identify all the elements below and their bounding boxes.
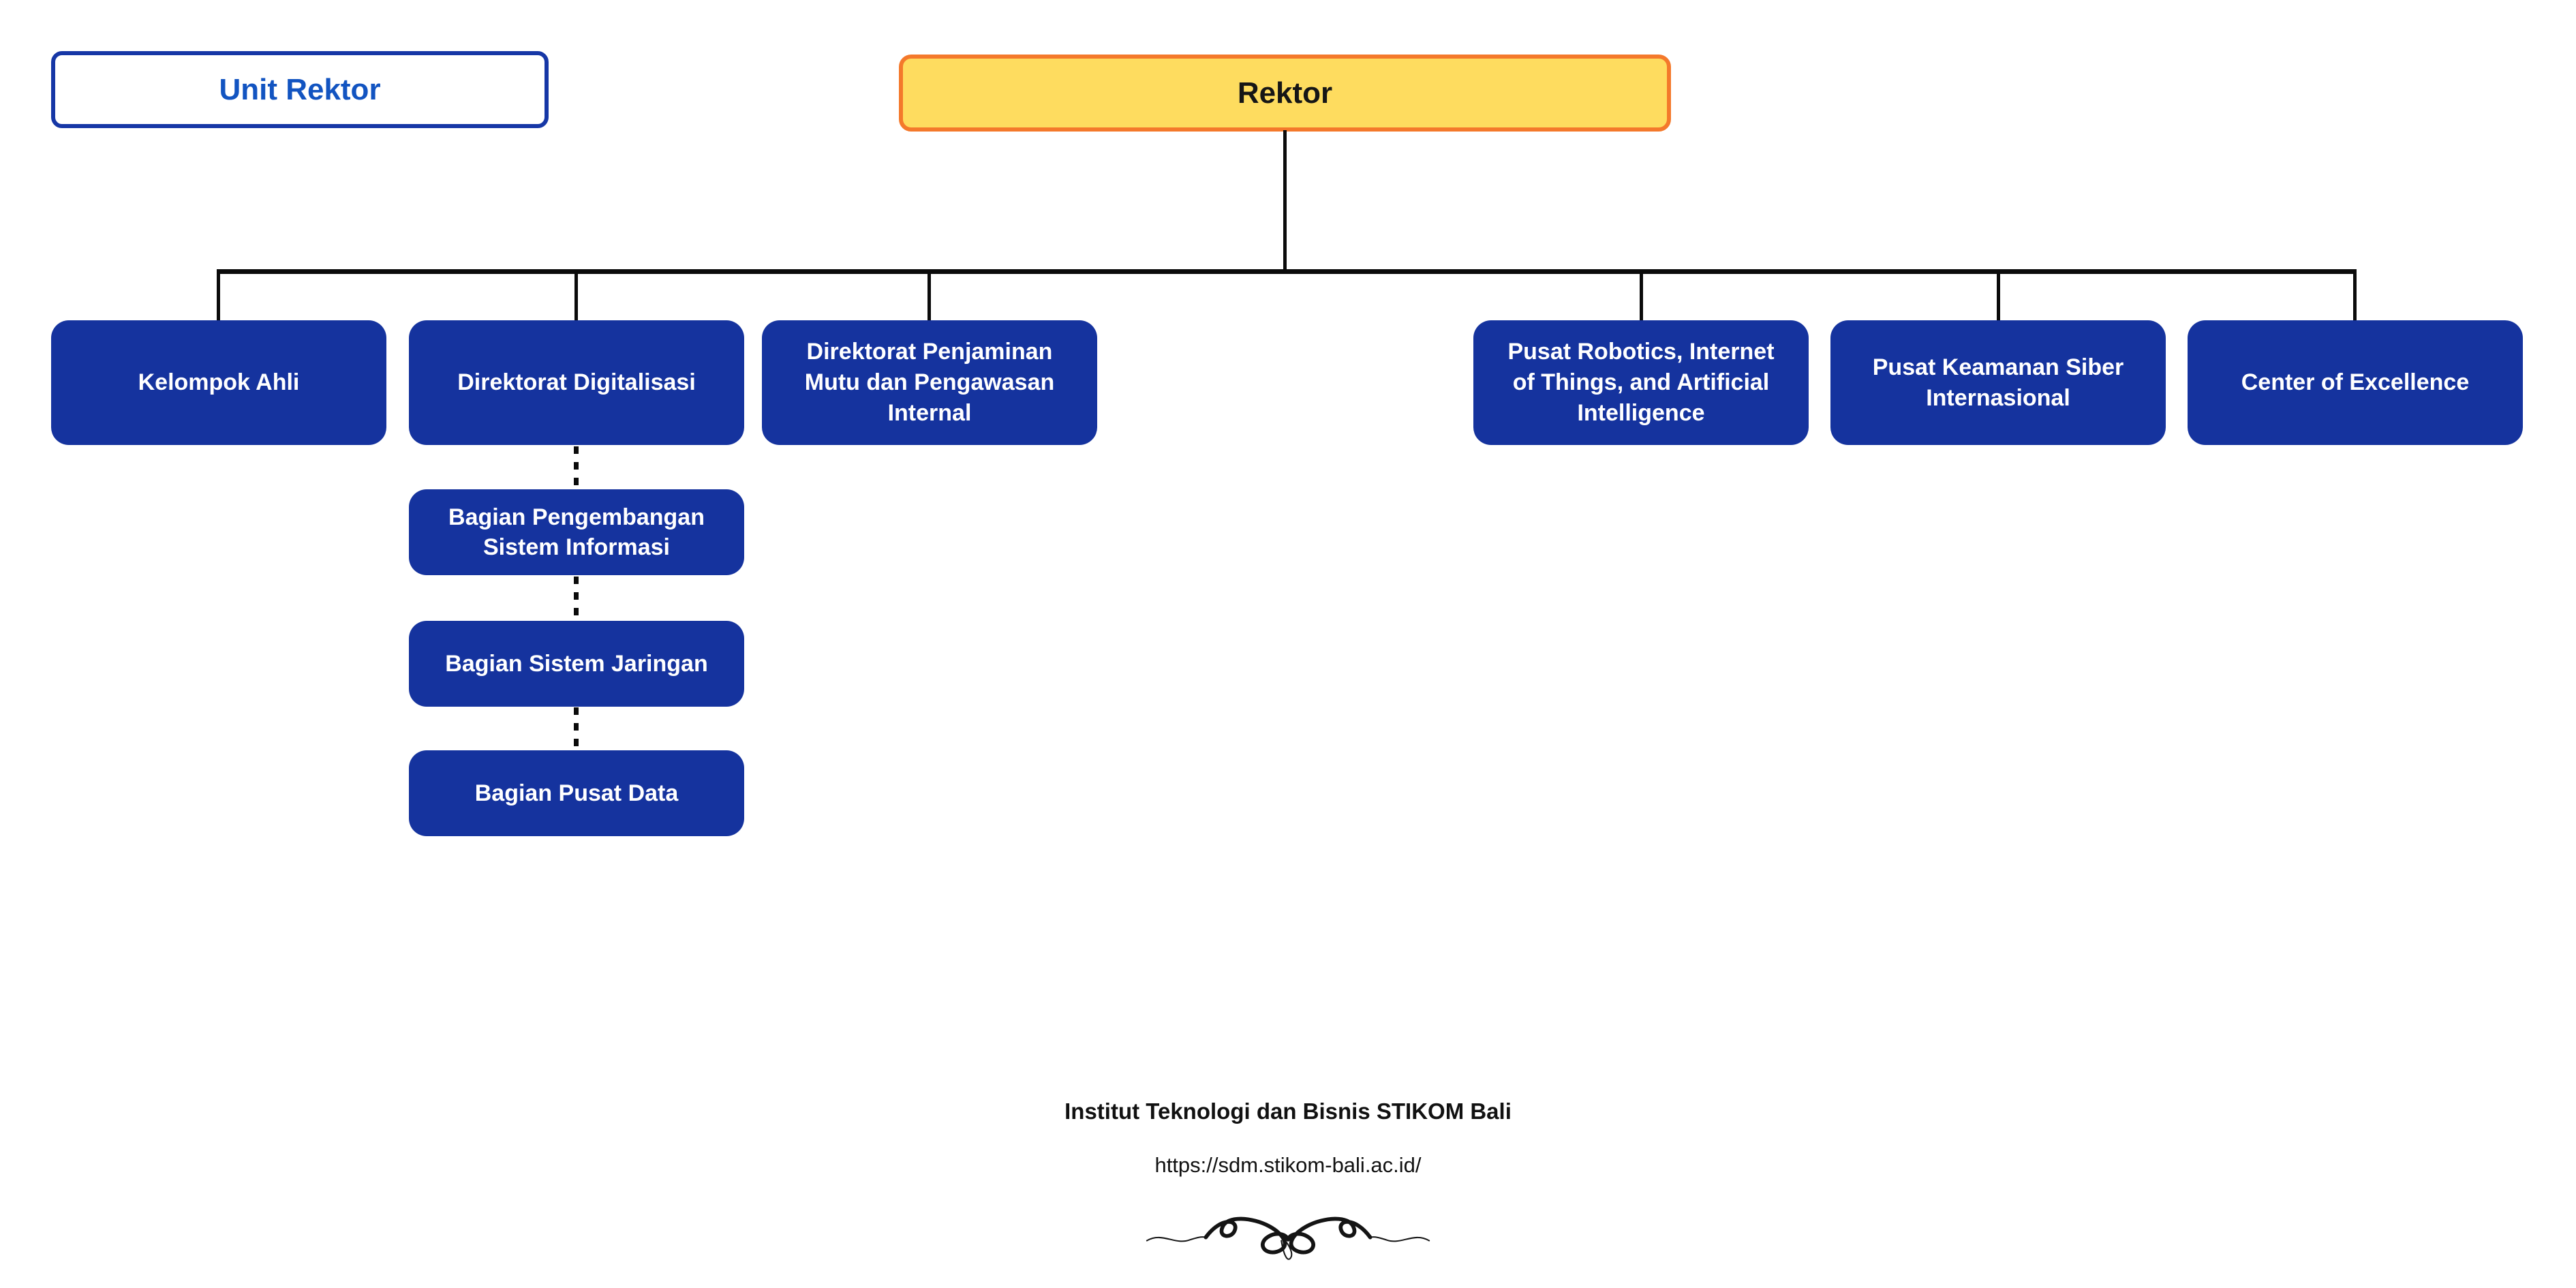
dotted-connector-2 xyxy=(574,577,579,621)
org-node-bagian-pengembangan-sistem-informasi: Bagian Pengembangan Sistem Informasi xyxy=(409,489,744,575)
org-node-kelompok-ahli: Kelompok Ahli xyxy=(51,320,386,445)
org-node-pusat-robotics-iot-ai: Pusat Robotics, Internet of Things, and … xyxy=(1473,320,1809,445)
org-node-pusat-keamanan-siber: Pusat Keamanan Siber Internasional xyxy=(1830,320,2166,445)
footer-website-url: https://sdm.stikom-bali.ac.id/ xyxy=(1154,1153,1422,1177)
connector-drop-6 xyxy=(2353,271,2357,320)
footer-institution-name: Institut Teknologi dan Bisnis STIKOM Bal… xyxy=(1064,1099,1512,1124)
connector-drop-1 xyxy=(217,271,220,320)
connector-drop-4 xyxy=(1640,271,1643,320)
org-node-direktorat-penjaminan-mutu: Direktorat Penjaminan Mutu dan Pengawasa… xyxy=(762,320,1097,445)
connector-horizontal xyxy=(217,269,2357,274)
dotted-connector-3 xyxy=(574,707,579,750)
connector-drop-3 xyxy=(927,271,931,320)
org-node-bagian-sistem-jaringan: Bagian Sistem Jaringan xyxy=(409,621,744,707)
connector-drop-2 xyxy=(574,271,578,320)
flourish-ornament-icon xyxy=(1146,1216,1430,1260)
connector-root-vertical xyxy=(1283,130,1287,271)
dotted-connector-1 xyxy=(574,446,579,489)
connector-drop-5 xyxy=(1997,271,2000,320)
org-node-bagian-pusat-data: Bagian Pusat Data xyxy=(409,750,744,836)
org-node-rektor: Rektor xyxy=(899,55,1671,132)
org-node-direktorat-digitalisasi: Direktorat Digitalisasi xyxy=(409,320,744,445)
org-node-center-of-excellence: Center of Excellence xyxy=(2188,320,2523,445)
legend-unit-rektor: Unit Rektor xyxy=(51,51,549,128)
